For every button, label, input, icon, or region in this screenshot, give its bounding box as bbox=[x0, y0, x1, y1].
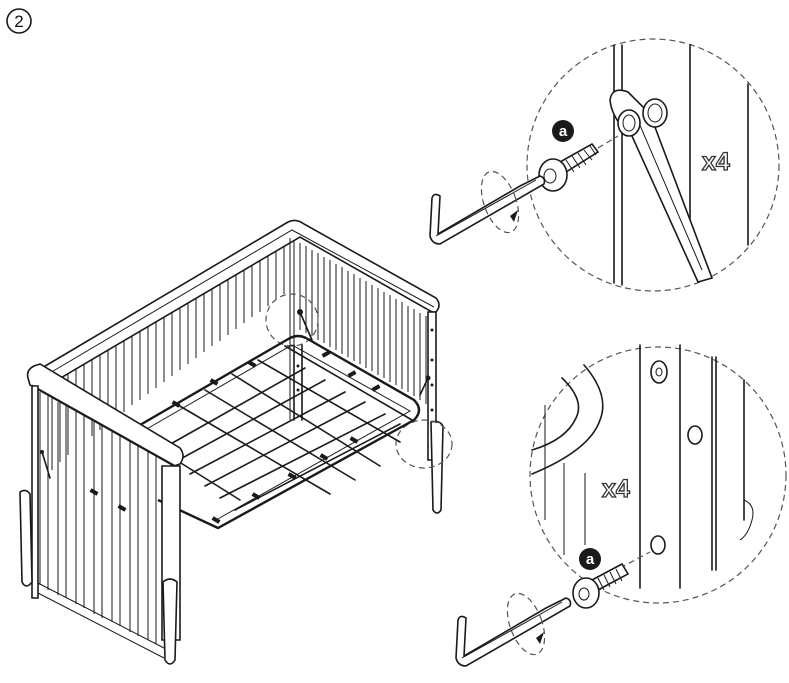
rotate-arrow-icon bbox=[510, 210, 518, 222]
quantity-label: x4 bbox=[702, 148, 730, 176]
detail-marker-bottom bbox=[395, 419, 453, 469]
right-end-slats bbox=[299, 243, 427, 404]
detail-marker-top bbox=[265, 293, 319, 347]
detail-top: a x4 bbox=[526, 38, 780, 292]
bolt-a-icon bbox=[572, 562, 630, 609]
detail-bottom: a x4 bbox=[529, 344, 787, 609]
spring-frame bbox=[89, 334, 421, 530]
bolt-a-icon bbox=[538, 142, 600, 192]
part-label-badge: a bbox=[552, 120, 574, 142]
crib-illustration bbox=[19, 219, 453, 665]
step-number-badge: 2 bbox=[6, 8, 32, 34]
left-end-slats bbox=[39, 392, 157, 644]
hex-key-icon bbox=[429, 170, 546, 245]
quantity-label: x4 bbox=[602, 475, 630, 503]
part-label: a bbox=[586, 551, 595, 568]
step-number: 2 bbox=[14, 12, 23, 31]
part-label: a bbox=[559, 123, 568, 140]
rotate-arrow-icon bbox=[536, 632, 544, 644]
hex-key-icon bbox=[455, 592, 572, 667]
part-label-badge: a bbox=[579, 548, 601, 570]
